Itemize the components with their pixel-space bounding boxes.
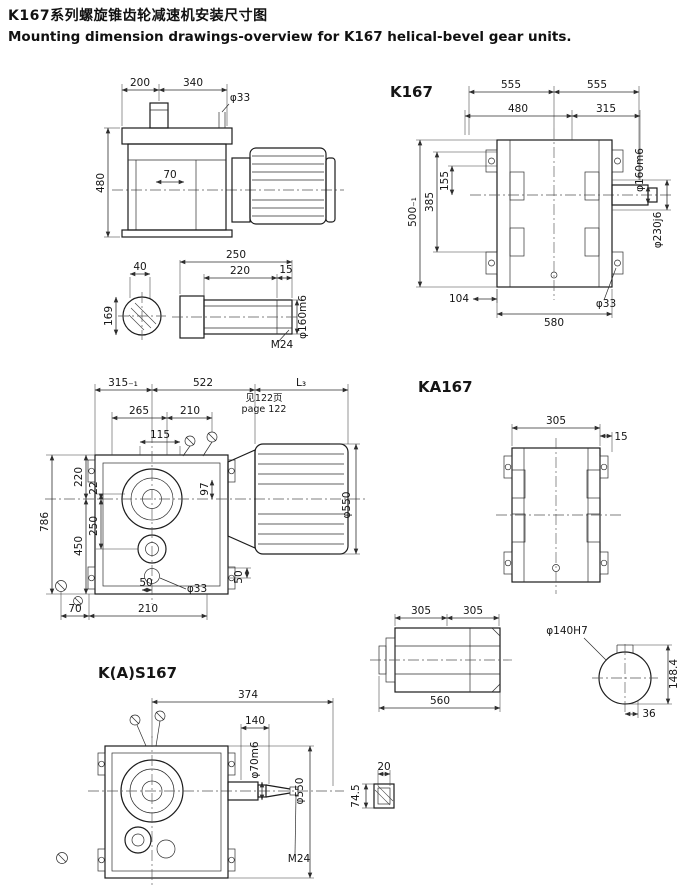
- dim-265: 265: [129, 405, 149, 417]
- dim-40: 40: [133, 261, 146, 273]
- dim-50-right: 50: [233, 570, 245, 583]
- dim-500: 500₋₁: [407, 197, 419, 227]
- dim-210-top: 210: [180, 405, 200, 417]
- shaft-detail-drawing: 40 250 220 15 169 φ160m6 M24: [103, 249, 309, 351]
- dim-15: 15: [614, 431, 627, 443]
- dim-220: 220: [230, 265, 250, 277]
- dim-200: 200: [130, 77, 150, 89]
- dim-315: 315: [596, 103, 616, 115]
- dim-220: 220: [73, 467, 85, 487]
- dim-phi230j6: φ230j6: [652, 211, 664, 248]
- dim-305-left: 305: [411, 605, 431, 617]
- dim-305-right: 305: [463, 605, 483, 617]
- bore-detail-drawing: φ140H7 148.4 36: [546, 625, 680, 720]
- dim-169: 169: [103, 306, 115, 326]
- k167-top-view-drawing: φ550 315₋₁ 522 L₃ 见122页 page 122 265 210…: [39, 377, 368, 620]
- dim-340: 340: [183, 77, 203, 89]
- page-title-zh: K167系列螺旋锥齿轮减速机安装尺寸图: [8, 8, 268, 24]
- dim-phi550: φ550: [341, 492, 353, 519]
- dim-50-bottom: 50: [139, 577, 152, 589]
- dim-140: 140: [245, 715, 265, 727]
- dim-phi33: φ33: [187, 583, 207, 595]
- ka167-front-drawing: KA167 305 15: [418, 378, 628, 594]
- dim-phi33: φ33: [596, 298, 616, 310]
- dim-74-5: 74.5: [350, 784, 362, 807]
- dim-450: 450: [73, 536, 85, 556]
- model-label-k167: K167: [390, 83, 433, 101]
- dim-522: 522: [193, 377, 213, 389]
- dim-L3: L₃: [296, 377, 306, 389]
- motor-fins: [258, 453, 344, 545]
- dim-480: 480: [95, 173, 107, 193]
- page-title-en: Mounting dimension drawings-overview for…: [8, 29, 572, 45]
- dim-315: 315₋₁: [108, 377, 138, 389]
- dim-555-right: 555: [587, 79, 607, 91]
- dim-155: 155: [439, 171, 451, 191]
- motor-fins: [252, 155, 324, 217]
- model-label-kas167: K(A)S167: [98, 664, 177, 682]
- dim-97: 97: [199, 482, 211, 495]
- dim-305: 305: [546, 415, 566, 427]
- side-view-drawing: 200 340 φ33 480 70: [95, 77, 344, 238]
- dim-115: 115: [150, 429, 170, 441]
- note-see-page-en: page 122: [242, 404, 287, 415]
- label-m24: M24: [288, 853, 311, 865]
- k167-front-drawing: K167 555 555: [390, 79, 672, 329]
- dim-250: 250: [88, 516, 100, 536]
- dim-phi160m6: φ160m6: [634, 148, 646, 192]
- dim-250: 250: [226, 249, 246, 261]
- dim-580: 580: [544, 317, 564, 329]
- dim-phi33: φ33: [230, 92, 250, 104]
- model-label-ka167: KA167: [418, 378, 473, 396]
- note-see-page-zh: 见122页: [245, 393, 282, 404]
- dim-786: 786: [39, 512, 51, 532]
- dim-phi160m6: φ160m6: [297, 295, 309, 339]
- dim-555-left: 555: [501, 79, 521, 91]
- dim-22: 22: [88, 481, 100, 494]
- kas167-drawing: K(A)S167 374 140: [56, 664, 395, 888]
- dim-phi140H7: φ140H7: [546, 625, 588, 637]
- dim-210-bottom: 210: [138, 603, 158, 615]
- dim-70: 70: [163, 169, 176, 181]
- dim-phi550: φ550: [294, 778, 306, 805]
- dim-374: 374: [238, 689, 258, 701]
- page-header: K167系列螺旋锥齿轮减速机安装尺寸图 Mounting dimension d…: [8, 5, 572, 45]
- dim-15: 15: [279, 264, 292, 276]
- dim-104: 104: [449, 293, 469, 305]
- ka167-top-drawing: 305 305 560: [370, 605, 512, 712]
- dim-70: 70: [68, 603, 81, 615]
- label-m24: M24: [271, 339, 294, 351]
- dim-20: 20: [377, 761, 390, 773]
- dim-phi70m6: φ70m6: [249, 741, 261, 779]
- dim-385: 385: [424, 192, 436, 212]
- dim-480: 480: [508, 103, 528, 115]
- dim-560: 560: [430, 695, 450, 707]
- dim-148-4: 148.4: [668, 659, 680, 689]
- dim-36: 36: [642, 708, 656, 720]
